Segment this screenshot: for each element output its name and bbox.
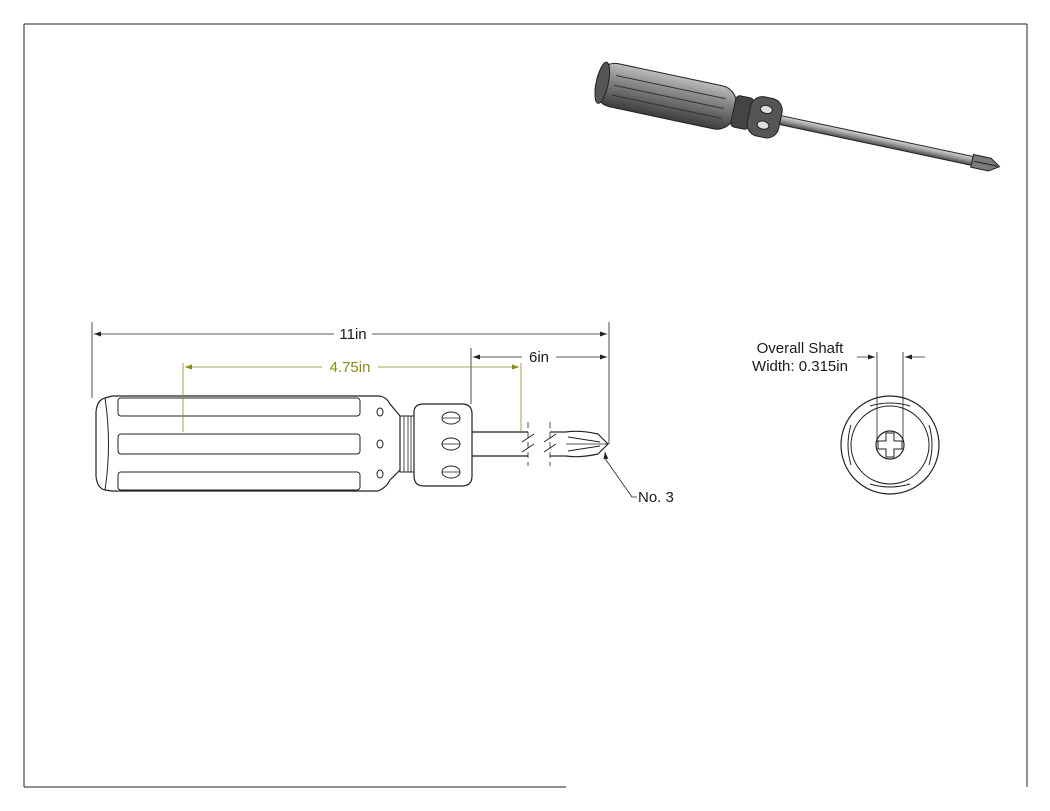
overall-length-dimension: 11in [91,322,610,444]
side-view [95,395,609,492]
isometric-view [594,61,1001,172]
overall-length-label: 11in [339,326,366,343]
handle-length-label: 4.75in [330,359,371,376]
shaft-length-label: 6in [529,349,549,366]
end-view [840,395,940,495]
sheet-border [23,23,1028,788]
shaft-width-label-line1: Overall Shaft [757,340,845,357]
tip-size-label: No. 3 [638,489,674,506]
handle-length-dimension: 4.75in [182,359,522,432]
tip-size-leader: No. 3 [603,451,674,506]
shaft-length-dimension: 6in [470,348,607,404]
shaft-width-label-line2: Width: 0.315in [752,358,848,375]
shaft-width-dimension: Overall Shaft Width: 0.315in [752,340,925,442]
